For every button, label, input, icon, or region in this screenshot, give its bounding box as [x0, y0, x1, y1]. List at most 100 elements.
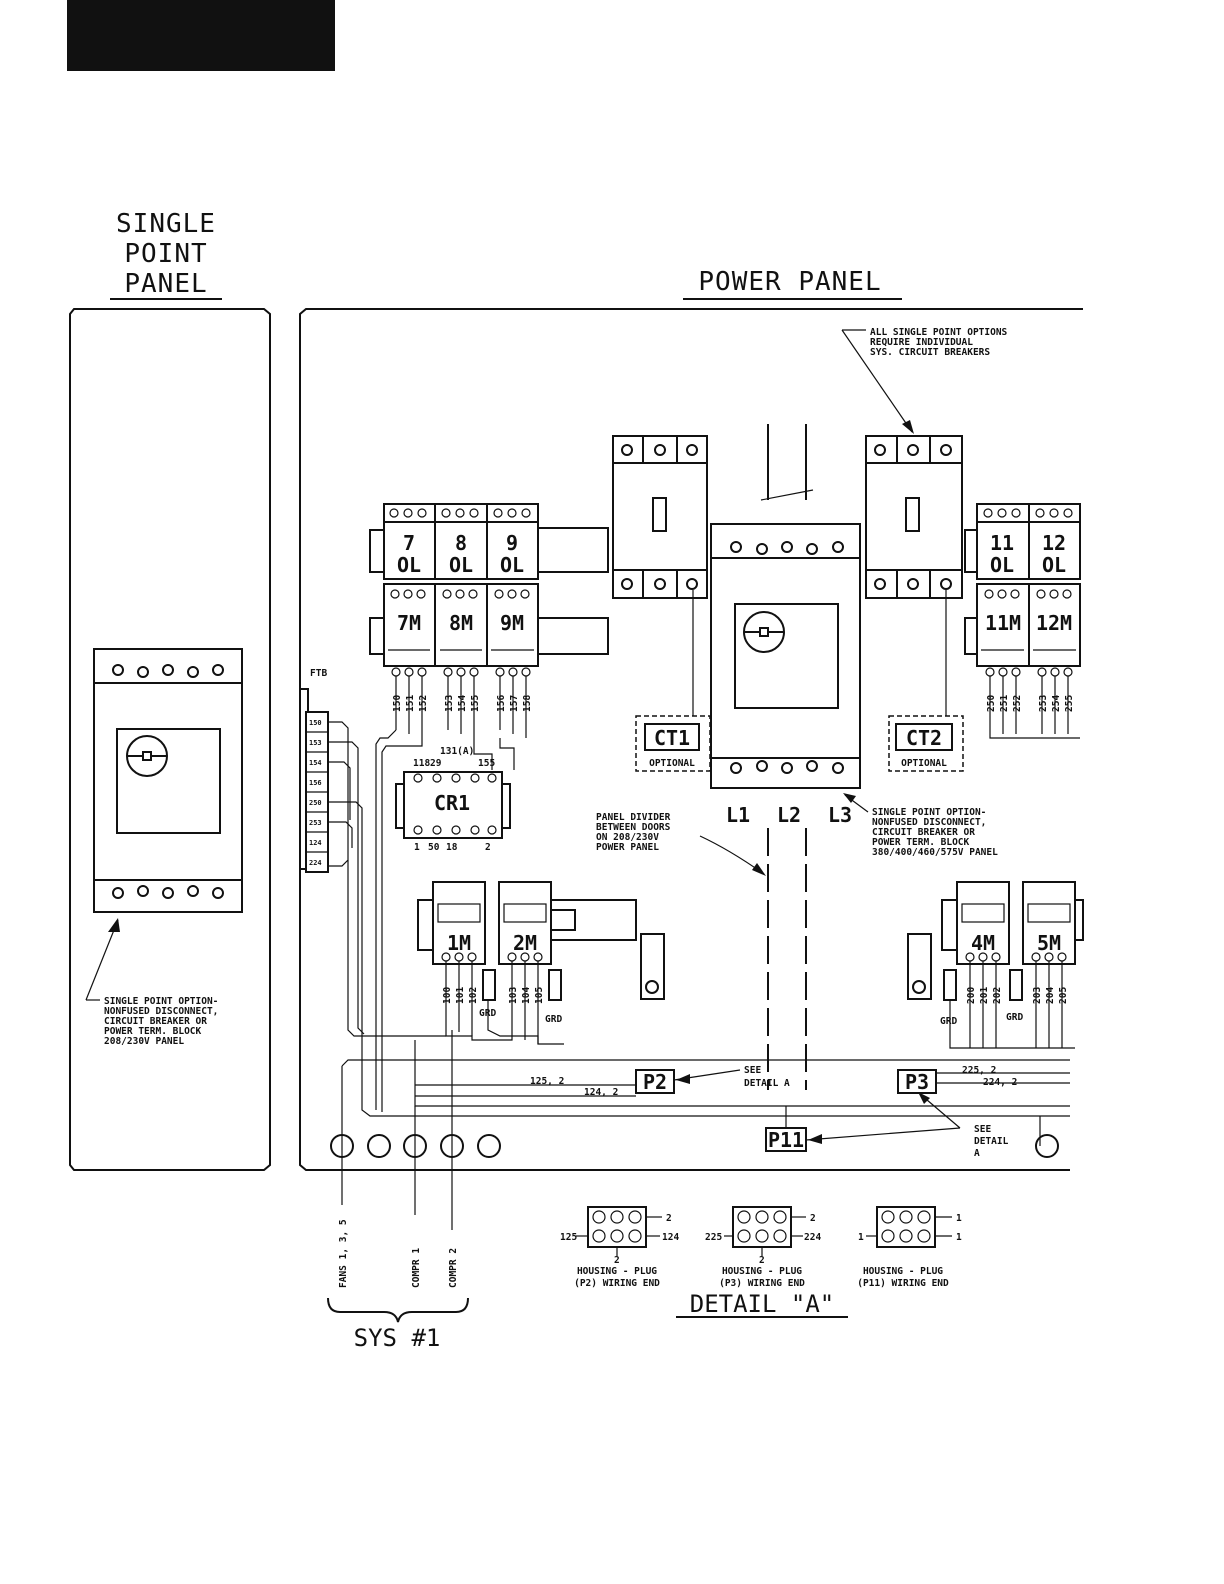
ol-7-suffix: OL — [397, 553, 421, 577]
p3-plug-bottom: 2 — [759, 1255, 765, 1266]
p2-plug-top-right: 2 — [666, 1213, 672, 1224]
wire-156: 156 — [496, 695, 507, 712]
wire-101: 101 — [455, 987, 466, 1004]
single-point-panel-title: SINGLE POINT PANEL — [110, 209, 222, 300]
plug-p3: 2 224 225 2 HOUSING - PLUG (P3) WIRING E… — [705, 1206, 821, 1289]
ol-11-num: 11 — [990, 531, 1014, 555]
sys-note-line-3: SYS. CIRCUIT BREAKERS — [870, 347, 990, 358]
wire-254: 254 — [1051, 695, 1062, 712]
ftb-term-7: 124 — [309, 839, 322, 847]
ftb-term-8: 224 — [309, 859, 322, 867]
cr1-top-term-3: 131(A) — [440, 746, 474, 757]
p3-plug-left: 225 — [705, 1232, 722, 1243]
p2-label: P2 — [643, 1070, 667, 1094]
p11-detail: DETAIL — [974, 1136, 1009, 1147]
p11-plug-left: 1 — [858, 1232, 864, 1243]
right-note-line-1: SINGLE POINT OPTION- — [872, 807, 986, 818]
wire-255: 255 — [1064, 695, 1075, 712]
wire-205: 205 — [1058, 987, 1069, 1004]
wire-105: 105 — [534, 987, 545, 1004]
line-l2: L2 — [777, 803, 801, 827]
contactor-1m: 1M — [447, 931, 471, 955]
plug-p2: 2 124 125 2 HOUSING - PLUG (P2) WIRING E… — [560, 1206, 679, 1289]
p11-plug-top-right: 1 — [956, 1213, 962, 1224]
contactor-11m: 11M — [985, 611, 1021, 635]
p3-plug-caption-2: (P3) WIRING END — [719, 1278, 805, 1289]
p2-wire-1: 125, 2 — [530, 1076, 564, 1087]
grd-label-3: GRD — [940, 1016, 957, 1027]
wire-250: 250 — [986, 695, 997, 712]
wire-203: 203 — [1032, 987, 1043, 1004]
p11-plug-right: 1 — [956, 1232, 962, 1243]
wire-151: 151 — [405, 695, 416, 712]
wire-201: 201 — [979, 987, 990, 1004]
wire-253: 253 — [1038, 695, 1049, 712]
contactor-group-1-2: 1M 2M 100 101 102 103 104 105 GRD GRD — [417, 881, 665, 1044]
cr1-label: CR1 — [434, 791, 470, 815]
wire-102: 102 — [468, 987, 479, 1004]
p3-plug-right: 224 — [804, 1232, 821, 1243]
p2-plug-caption-1: HOUSING - PLUG — [577, 1266, 657, 1277]
main-disconnect: L1 L2 L3 — [710, 424, 861, 827]
p11-label: P11 — [768, 1128, 804, 1152]
single-point-panel-outline — [69, 308, 271, 1171]
connector-p3: P3 — [897, 1069, 937, 1094]
ftb-term-2: 153 — [309, 739, 322, 747]
p3-plug-caption-1: HOUSING - PLUG — [722, 1266, 802, 1277]
ol-9-num: 9 — [506, 531, 518, 555]
title-line-3: PANEL — [124, 269, 207, 299]
cr1-top-term-2: 29 — [430, 758, 442, 769]
ol-12-num: 12 — [1042, 531, 1066, 555]
panel-divider: PANEL DIVIDER BETWEEN DOORS ON 208/230V … — [596, 812, 807, 1090]
title-line-1: SINGLE — [116, 209, 216, 239]
ol-12-suffix: OL — [1042, 553, 1066, 577]
connector-p2: P2 SEE DETAIL A — [635, 1065, 790, 1094]
wire-251: 251 — [999, 695, 1010, 712]
contactor-7m: 7M — [397, 611, 421, 635]
left-note-line-1: SINGLE POINT OPTION- — [104, 996, 218, 1007]
wire-100: 100 — [442, 987, 453, 1004]
wire-252: 252 — [1012, 695, 1023, 712]
ftb-terminal-block: FTB 150 153 154 156 250 253 124 224 — [299, 668, 363, 873]
circuit-breaker-sys2 — [865, 435, 963, 599]
wire-150: 150 — [392, 695, 403, 712]
cr1-bottom-term-2: 50 — [428, 842, 440, 853]
power-panel-label: POWER PANEL — [698, 267, 881, 297]
p11-plug-caption-2: (P11) WIRING END — [857, 1278, 949, 1289]
cr1-top-term-1: 118 — [413, 758, 430, 769]
ol-9-suffix: OL — [500, 553, 524, 577]
ol-8-suffix: OL — [449, 553, 473, 577]
divider-note-line-4: POWER PANEL — [596, 842, 659, 853]
p2-plug-right: 124 — [662, 1232, 679, 1243]
p2-detail: DETAIL A — [744, 1078, 790, 1089]
line-l3: L3 — [828, 803, 852, 827]
grd-label-2: GRD — [545, 1014, 562, 1025]
wire-155: 155 — [470, 695, 481, 712]
ol-8-num: 8 — [455, 531, 467, 555]
contactor-4m: 4M — [971, 931, 995, 955]
detail-a: 2 124 125 2 HOUSING - PLUG (P2) WIRING E… — [560, 1206, 962, 1318]
ftb-term-3: 154 — [309, 759, 322, 767]
detail-a-title: DETAIL "A" — [690, 1290, 835, 1318]
wire-200: 200 — [966, 987, 977, 1004]
p3-plug-top-right: 2 — [810, 1213, 816, 1224]
grd-label-4: GRD — [1006, 1012, 1023, 1023]
ftb-term-1: 150 — [309, 719, 322, 727]
ct2-optional: OPTIONAL — [901, 758, 947, 769]
circuit-breaker-sys1 — [612, 435, 708, 599]
ftb-term-4: 156 — [309, 779, 322, 787]
wire-152: 152 — [418, 695, 429, 712]
left-note-line-3: CIRCUIT BREAKER OR — [104, 1016, 207, 1027]
wire-153: 153 — [444, 695, 455, 712]
wire-154: 154 — [457, 695, 468, 712]
sys-note-line-1: ALL SINGLE POINT OPTIONS — [870, 327, 1008, 338]
knockouts — [330, 1134, 1059, 1158]
cr1-bottom-term-3: 18 — [446, 842, 458, 853]
p3-label: P3 — [905, 1070, 929, 1094]
right-note-line-4: POWER TERM. BLOCK — [872, 837, 970, 848]
wire-204: 204 — [1045, 987, 1056, 1004]
right-note-line-2: NONFUSED DISCONNECT, — [872, 817, 986, 828]
p11-see: SEE — [974, 1124, 991, 1135]
ftb-term-5: 250 — [309, 799, 322, 807]
wire-104: 104 — [521, 987, 532, 1004]
